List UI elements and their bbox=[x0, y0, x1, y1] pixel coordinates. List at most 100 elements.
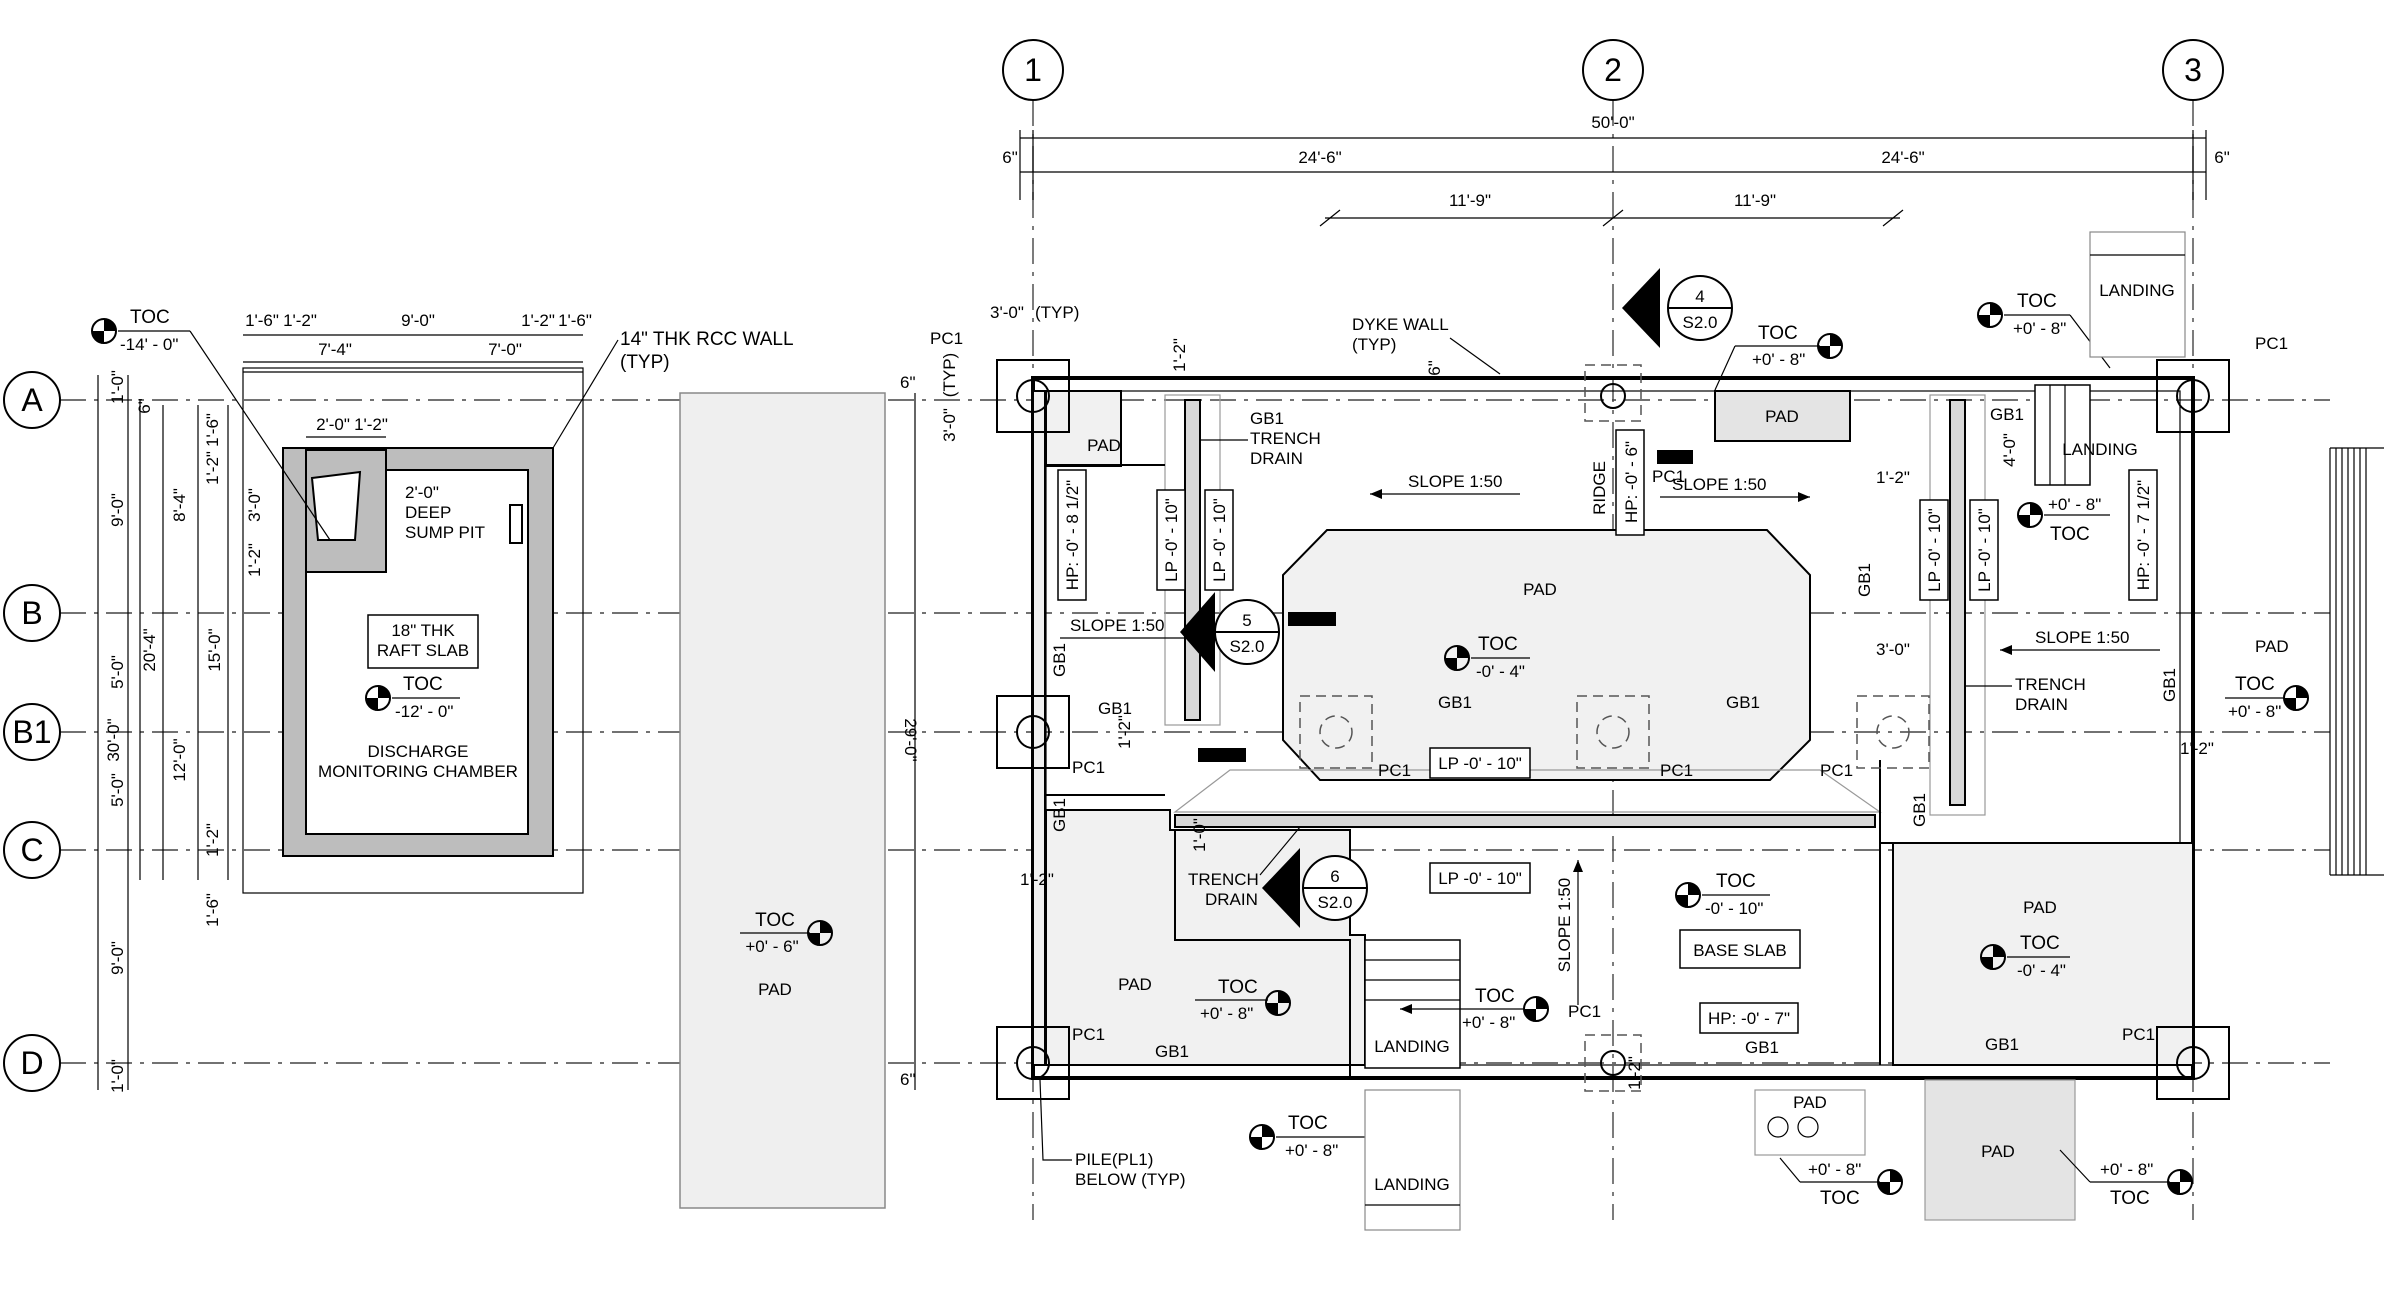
chamber-label-2: MONITORING CHAMBER bbox=[318, 762, 518, 781]
dim-drain-right: 1'-2" bbox=[1876, 468, 1910, 487]
toc-bottom-left: TOC +0' - 8" bbox=[1195, 977, 1291, 1023]
pc1-label: PC1 bbox=[1072, 758, 1105, 777]
hp-d-label: HP: -0' - 7" bbox=[1708, 1009, 1790, 1028]
landing-label-below: LANDING bbox=[1374, 1175, 1450, 1194]
dim-pc1-height: 3'-0" bbox=[940, 408, 959, 442]
dim-chamber-20-4: 20'-4" bbox=[140, 628, 159, 671]
pad-label-below-mid: PAD bbox=[1793, 1093, 1827, 1112]
dim-six-a: 6" bbox=[900, 373, 916, 392]
dim-drain-3-0: 3'-0" bbox=[1876, 640, 1910, 659]
grid-bubble-3: 3 bbox=[2162, 39, 2224, 101]
dim-chamber-1-2-b: 1'-2" bbox=[245, 543, 264, 577]
toc-bottom-right-pad: TOC -0' - 4" bbox=[1980, 933, 2070, 980]
dim-pc1-width: 3'-0" bbox=[990, 303, 1024, 322]
pc1-label: PC1 bbox=[2122, 1025, 2155, 1044]
toc-value: -0' - 4" bbox=[1476, 662, 1525, 681]
pad-label: PAD bbox=[758, 980, 792, 999]
toc-value: +0' - 8" bbox=[1285, 1141, 1338, 1160]
gb1-label: GB1 bbox=[1438, 693, 1472, 712]
lp-label: LP -0' - 10" bbox=[1925, 508, 1944, 592]
sump-label-1: 2'-0" bbox=[405, 483, 439, 502]
dim-typ: (TYP) bbox=[1035, 303, 1079, 322]
landing-label-bottom: LANDING bbox=[1374, 1037, 1450, 1056]
trench-label-1: TRENCH bbox=[2015, 675, 2086, 694]
dim-top-9-0: 9'-0" bbox=[401, 311, 435, 330]
toc-label: TOC bbox=[2110, 1188, 2150, 1209]
dim-chamber-1-6: 1'-6" bbox=[203, 413, 222, 447]
below-plan: TOC +0' - 8" LANDING PAD +0' - 8" TOC PA… bbox=[1249, 231, 2384, 1231]
toc-label: TOC bbox=[403, 674, 443, 695]
toc-label: TOC bbox=[1820, 1188, 1860, 1209]
dim-row-bottom: 1'-0" bbox=[108, 1059, 127, 1093]
dim-right-1-2: 1'-2" bbox=[2180, 739, 2214, 758]
grid-label: B1 bbox=[12, 714, 51, 750]
toc-value: +0' - 8" bbox=[2228, 702, 2281, 721]
pad-label-below-right: PAD bbox=[1981, 1142, 2015, 1161]
dim-drain-top: 1'-2" bbox=[1170, 338, 1189, 372]
grid-label: B bbox=[21, 595, 42, 631]
toc-label: TOC bbox=[2017, 291, 2057, 312]
dim-six-d: 6" bbox=[900, 1070, 916, 1089]
pile-note: PILE(PL1) BELOW (TYP) bbox=[1039, 1079, 1186, 1189]
toc-label: TOC bbox=[2020, 933, 2060, 954]
grid-bubble-a: A bbox=[3, 371, 61, 429]
toc-value: +0' - 8" bbox=[1200, 1004, 1253, 1023]
dim-top-1-2-b: 1'-2" bbox=[521, 311, 555, 330]
toc-marker-chamber: TOC -12' - 0" bbox=[365, 674, 460, 721]
slope-label: SLOPE 1:50 bbox=[1555, 878, 1574, 973]
section-sheet: S2.0 bbox=[1230, 637, 1265, 656]
dim-d-1-2: 1'-2" bbox=[1625, 1056, 1644, 1090]
toc-value: +0' - 8" bbox=[1462, 1013, 1515, 1032]
toc-label: TOC bbox=[1758, 323, 1798, 344]
sump-label-3: SUMP PIT bbox=[405, 523, 485, 542]
gb1-label: GB1 bbox=[1855, 563, 1874, 597]
toc-markers-main: TOC -0' - 4" TOC +0' - 8" TOC +0' - 8" bbox=[1195, 291, 2309, 1032]
grid-label: D bbox=[20, 1045, 43, 1081]
lp-label: LP -0' - 10" bbox=[1438, 754, 1522, 773]
dim-row-top: 1'-0" bbox=[108, 370, 127, 404]
pc1-labels: PC1 PC1 PC1 PC1 PC1 PC1 PC1 PC1 PC1 PC1 bbox=[930, 329, 2288, 1044]
toc-value: -0' - 10" bbox=[1705, 899, 1763, 918]
dim-overall-left: 30'-0" bbox=[104, 718, 123, 761]
ridge-label: RIDGE bbox=[1590, 461, 1609, 515]
toc-value: -0' - 4" bbox=[2017, 961, 2066, 980]
raft-label-1: 18" THK bbox=[391, 621, 455, 640]
hp-right-label: HP: -0' - 7 1/2" bbox=[2134, 480, 2153, 590]
dim-half-left: 11'-9" bbox=[1449, 191, 1491, 210]
gb1-label: GB1 bbox=[1050, 643, 1069, 677]
toc-top-right: TOC +0' - 8" bbox=[1977, 291, 2111, 369]
top-dimensions: 50'-0" 24'-6" 24'-6" 6" 6" 11'-9" 11'-9" bbox=[1002, 113, 2230, 227]
rcc-wall-label: 14" THK RCC WALL bbox=[620, 329, 794, 350]
toc-marker-chamber-top: TOC -14' - 0" bbox=[91, 307, 331, 541]
trench-label-2: DRAIN bbox=[1205, 890, 1258, 909]
grid-bubble-c: C bbox=[3, 821, 61, 879]
section-marker-5: 5 S2.0 bbox=[1180, 592, 1336, 762]
section-sheet: S2.0 bbox=[1318, 893, 1353, 912]
dim-7-4: 7'-4" bbox=[318, 340, 352, 359]
toc-value: +0' - 8" bbox=[2100, 1160, 2153, 1179]
grid-bubble-b1: B1 bbox=[3, 703, 61, 761]
dim-7-0: 7'-0" bbox=[488, 340, 522, 359]
gb1-label: GB1 bbox=[1726, 693, 1760, 712]
grid-bubble-2: 2 bbox=[1582, 39, 1644, 101]
dim-chamber-1-2: 1'-2" bbox=[203, 451, 222, 485]
chamber-label-1: DISCHARGE bbox=[367, 742, 468, 761]
dim-2-0: 2'-0" bbox=[316, 415, 350, 434]
dim-top-1-6-b: 1'-6" bbox=[558, 311, 592, 330]
pad-label-center: PAD bbox=[1523, 580, 1557, 599]
toc-below-left: TOC +0' - 8" bbox=[1249, 1113, 1405, 1160]
dim-chamber-15-0: 15'-0" bbox=[205, 628, 224, 671]
toc-label: TOC bbox=[2235, 674, 2275, 695]
landing-label-top: LANDING bbox=[2099, 281, 2175, 300]
rcc-wall-typ: (TYP) bbox=[620, 352, 670, 373]
raft-label-2: RAFT SLAB bbox=[377, 641, 469, 660]
lp-label: LP -0' - 10" bbox=[1210, 498, 1229, 582]
toc-value: -12' - 0" bbox=[395, 702, 453, 721]
dim-chamber-1-6-b: 1'-6" bbox=[203, 893, 222, 927]
dim-chamber-8-4: 8'-4" bbox=[170, 488, 189, 522]
pc1-label: PC1 bbox=[1378, 761, 1411, 780]
toc-value: -14' - 0" bbox=[120, 335, 178, 354]
pad-label-top: PAD bbox=[1765, 407, 1799, 426]
toc-value: +0' - 8" bbox=[2013, 319, 2066, 338]
